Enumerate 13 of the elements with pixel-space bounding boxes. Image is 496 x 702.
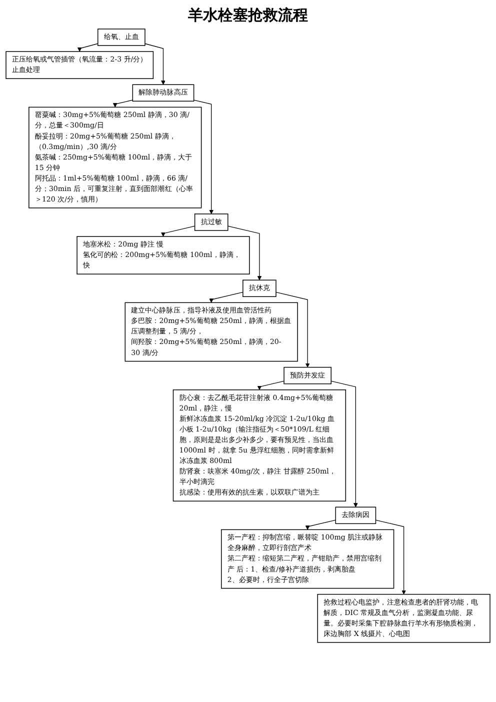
- arrow: [305, 520, 336, 530]
- arrow: [161, 226, 196, 237]
- arrow: [112, 100, 133, 108]
- arrow: [228, 226, 262, 280]
- arrow: [330, 380, 358, 508]
- title: 羊水栓塞抢救流程: [187, 6, 309, 25]
- arrow: [209, 292, 244, 303]
- arrow: [77, 43, 98, 52]
- arrow: [193, 100, 214, 214]
- arrow: [375, 520, 406, 595]
- arrow: [144, 43, 166, 85]
- arrow: [257, 380, 284, 390]
- arrow: [276, 292, 310, 368]
